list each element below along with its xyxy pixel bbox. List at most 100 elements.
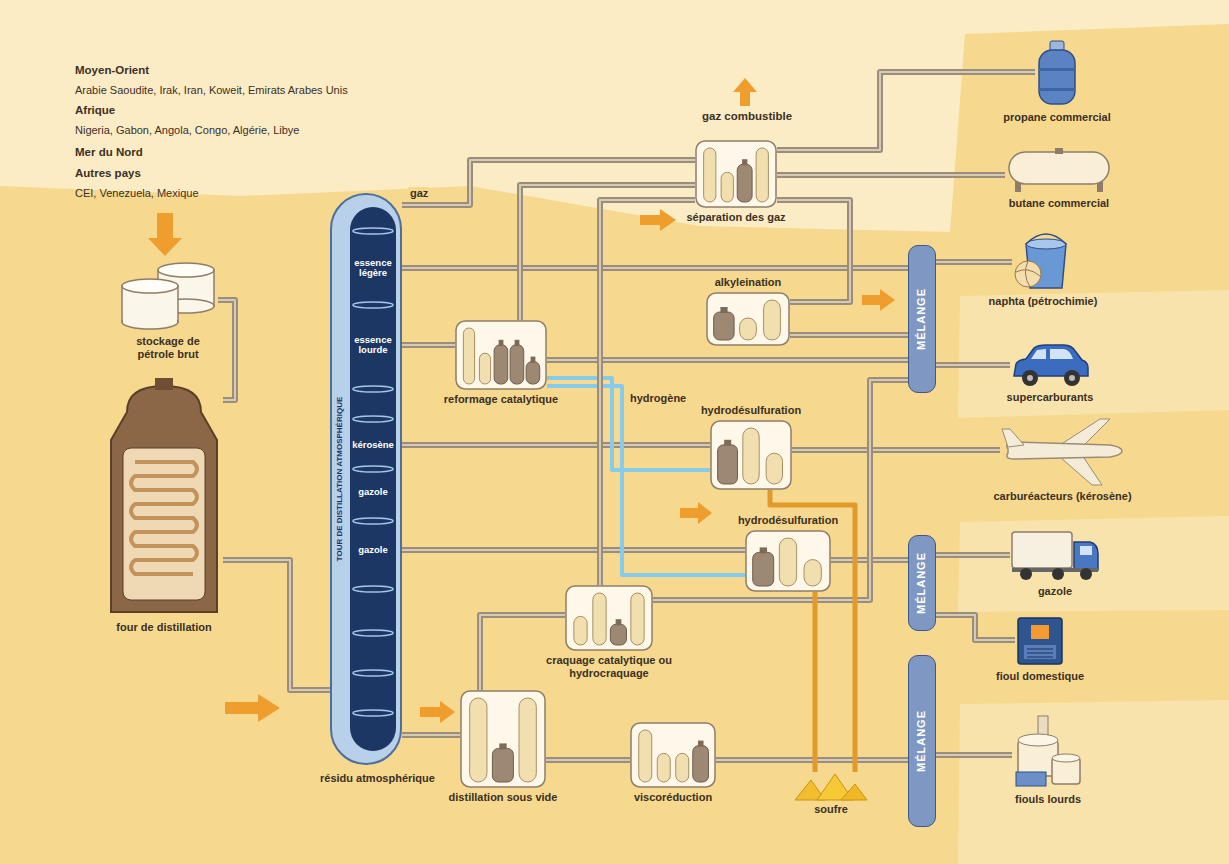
product-label: fiouls lourds <box>968 793 1128 806</box>
pipe <box>402 445 710 446</box>
pipe-stroke <box>790 332 908 338</box>
pipe-highlight <box>936 615 1015 640</box>
pipe <box>546 760 630 761</box>
flow-arrow <box>680 502 712 524</box>
unit-icon <box>630 722 716 788</box>
pipe-stroke <box>402 342 455 348</box>
process-unit: craquage catalytique ou hydrocraquage <box>565 585 653 651</box>
pipe-stroke <box>777 200 850 302</box>
product: gazole <box>1010 528 1100 582</box>
pipe-highlight <box>716 759 908 761</box>
unit-label: distillation sous vide <box>433 791 573 804</box>
pale-band <box>958 516 1229 612</box>
unit-icon <box>695 140 777 208</box>
pipe <box>402 735 460 736</box>
pipe-highlight <box>520 185 695 320</box>
pipe <box>223 560 330 690</box>
pipe-highlight <box>223 560 330 690</box>
pipe-highlight <box>600 200 695 585</box>
pipe <box>480 615 565 690</box>
pipe-stroke <box>936 259 1012 265</box>
flow-arrow <box>640 209 676 231</box>
unit-icon <box>745 530 831 592</box>
process-unit: alkyleination <box>706 292 790 346</box>
unit-label: craquage catalytique ou hydrocraquage <box>534 654 684 680</box>
unit-icon <box>460 690 546 788</box>
pipe-stroke <box>402 265 908 271</box>
process-unit: distillation sous vide <box>460 690 546 788</box>
line-label: résidu atmosphérique <box>318 772 437 785</box>
bucket-icon <box>1012 230 1074 292</box>
car-icon <box>1010 342 1090 388</box>
tank-icon <box>1005 148 1113 194</box>
pipe <box>936 555 1010 556</box>
product-label: carburéacteurs (kérosène) <box>978 490 1148 503</box>
pale-band <box>958 700 1229 864</box>
pipe <box>792 450 1000 451</box>
unit-label: viscoréduction <box>618 791 728 804</box>
origin-label: Moyen-Orient <box>75 64 149 78</box>
pale-band <box>958 290 1229 418</box>
pipe-highlight <box>546 759 630 761</box>
unit-label: hydrodésulfuration <box>723 514 853 527</box>
pipe-highlight <box>402 444 710 446</box>
pipe-stroke <box>546 757 630 763</box>
pipe-stroke <box>402 442 710 448</box>
unit-icon <box>706 292 790 346</box>
pipe-highlight <box>936 364 1010 366</box>
pipe-stroke <box>520 185 695 320</box>
pipe <box>777 72 1035 150</box>
pipe <box>402 268 908 269</box>
process-unit: séparation des gaz <box>695 140 777 208</box>
unit-label: soufre <box>791 803 871 816</box>
pipe-highlight <box>218 300 235 400</box>
pipe-highlight <box>777 72 1035 150</box>
unit-icon <box>565 585 653 651</box>
fraction-label: gazole <box>350 545 396 555</box>
line-label: gaz <box>408 187 430 200</box>
hydrogen-line <box>547 378 710 470</box>
pipe <box>520 185 695 320</box>
plane-icon <box>1000 415 1125 487</box>
pipe-stroke <box>218 300 235 400</box>
product-label: fioul domestique <box>960 670 1120 683</box>
tower-title: TOUR DE DISTILLATION ATMOSPHÉRIQUE <box>335 397 345 562</box>
product-label: butane commercial <box>979 197 1139 210</box>
pipe <box>402 550 745 551</box>
flow-arrow <box>733 78 757 106</box>
fuel-tanks-icon <box>1012 712 1084 790</box>
pipe-highlight <box>792 449 1000 451</box>
pipe-highlight <box>402 344 455 346</box>
unit-label: reformage catalytique <box>431 393 571 406</box>
product: fiouls lourds <box>1012 712 1084 790</box>
pipe-stroke <box>792 447 1000 453</box>
pipe <box>936 365 1010 366</box>
pipe <box>777 175 1005 176</box>
process-unit: hydrodésulfuration <box>745 530 831 592</box>
blend-bar: MÉLANGE <box>908 245 936 393</box>
pipe <box>777 200 850 302</box>
storage-tanks: stockage de pétrole brut <box>118 262 218 332</box>
product: naphta (pétrochimie) <box>1012 230 1074 292</box>
unit-label: alkyleination <box>693 276 803 289</box>
process-unit: hydrodésulfuration <box>710 420 792 490</box>
pipe-stroke <box>936 615 1015 640</box>
pipe-highlight <box>402 267 908 269</box>
unit-label: four de distillation <box>109 621 219 634</box>
gas-bottle-icon <box>1035 38 1079 108</box>
product: fioul domestique <box>1015 615 1065 667</box>
pipe-highlight <box>480 615 565 690</box>
pipe-highlight <box>936 261 1012 263</box>
flow-arrow <box>862 289 895 311</box>
product-label: propane commercial <box>977 111 1137 124</box>
unit-label: stockage de pétrole brut <box>118 335 218 361</box>
pipe <box>600 200 695 585</box>
pipe-highlight <box>777 200 850 302</box>
pipe-stroke <box>547 378 710 470</box>
truck-icon <box>1010 528 1100 582</box>
line-label: hydrogène <box>628 392 688 405</box>
pipe-highlight <box>402 734 460 736</box>
origin-label: Arabie Saoudite, Irak, Iran, Koweit, Emi… <box>75 84 348 97</box>
pipe <box>653 380 908 600</box>
